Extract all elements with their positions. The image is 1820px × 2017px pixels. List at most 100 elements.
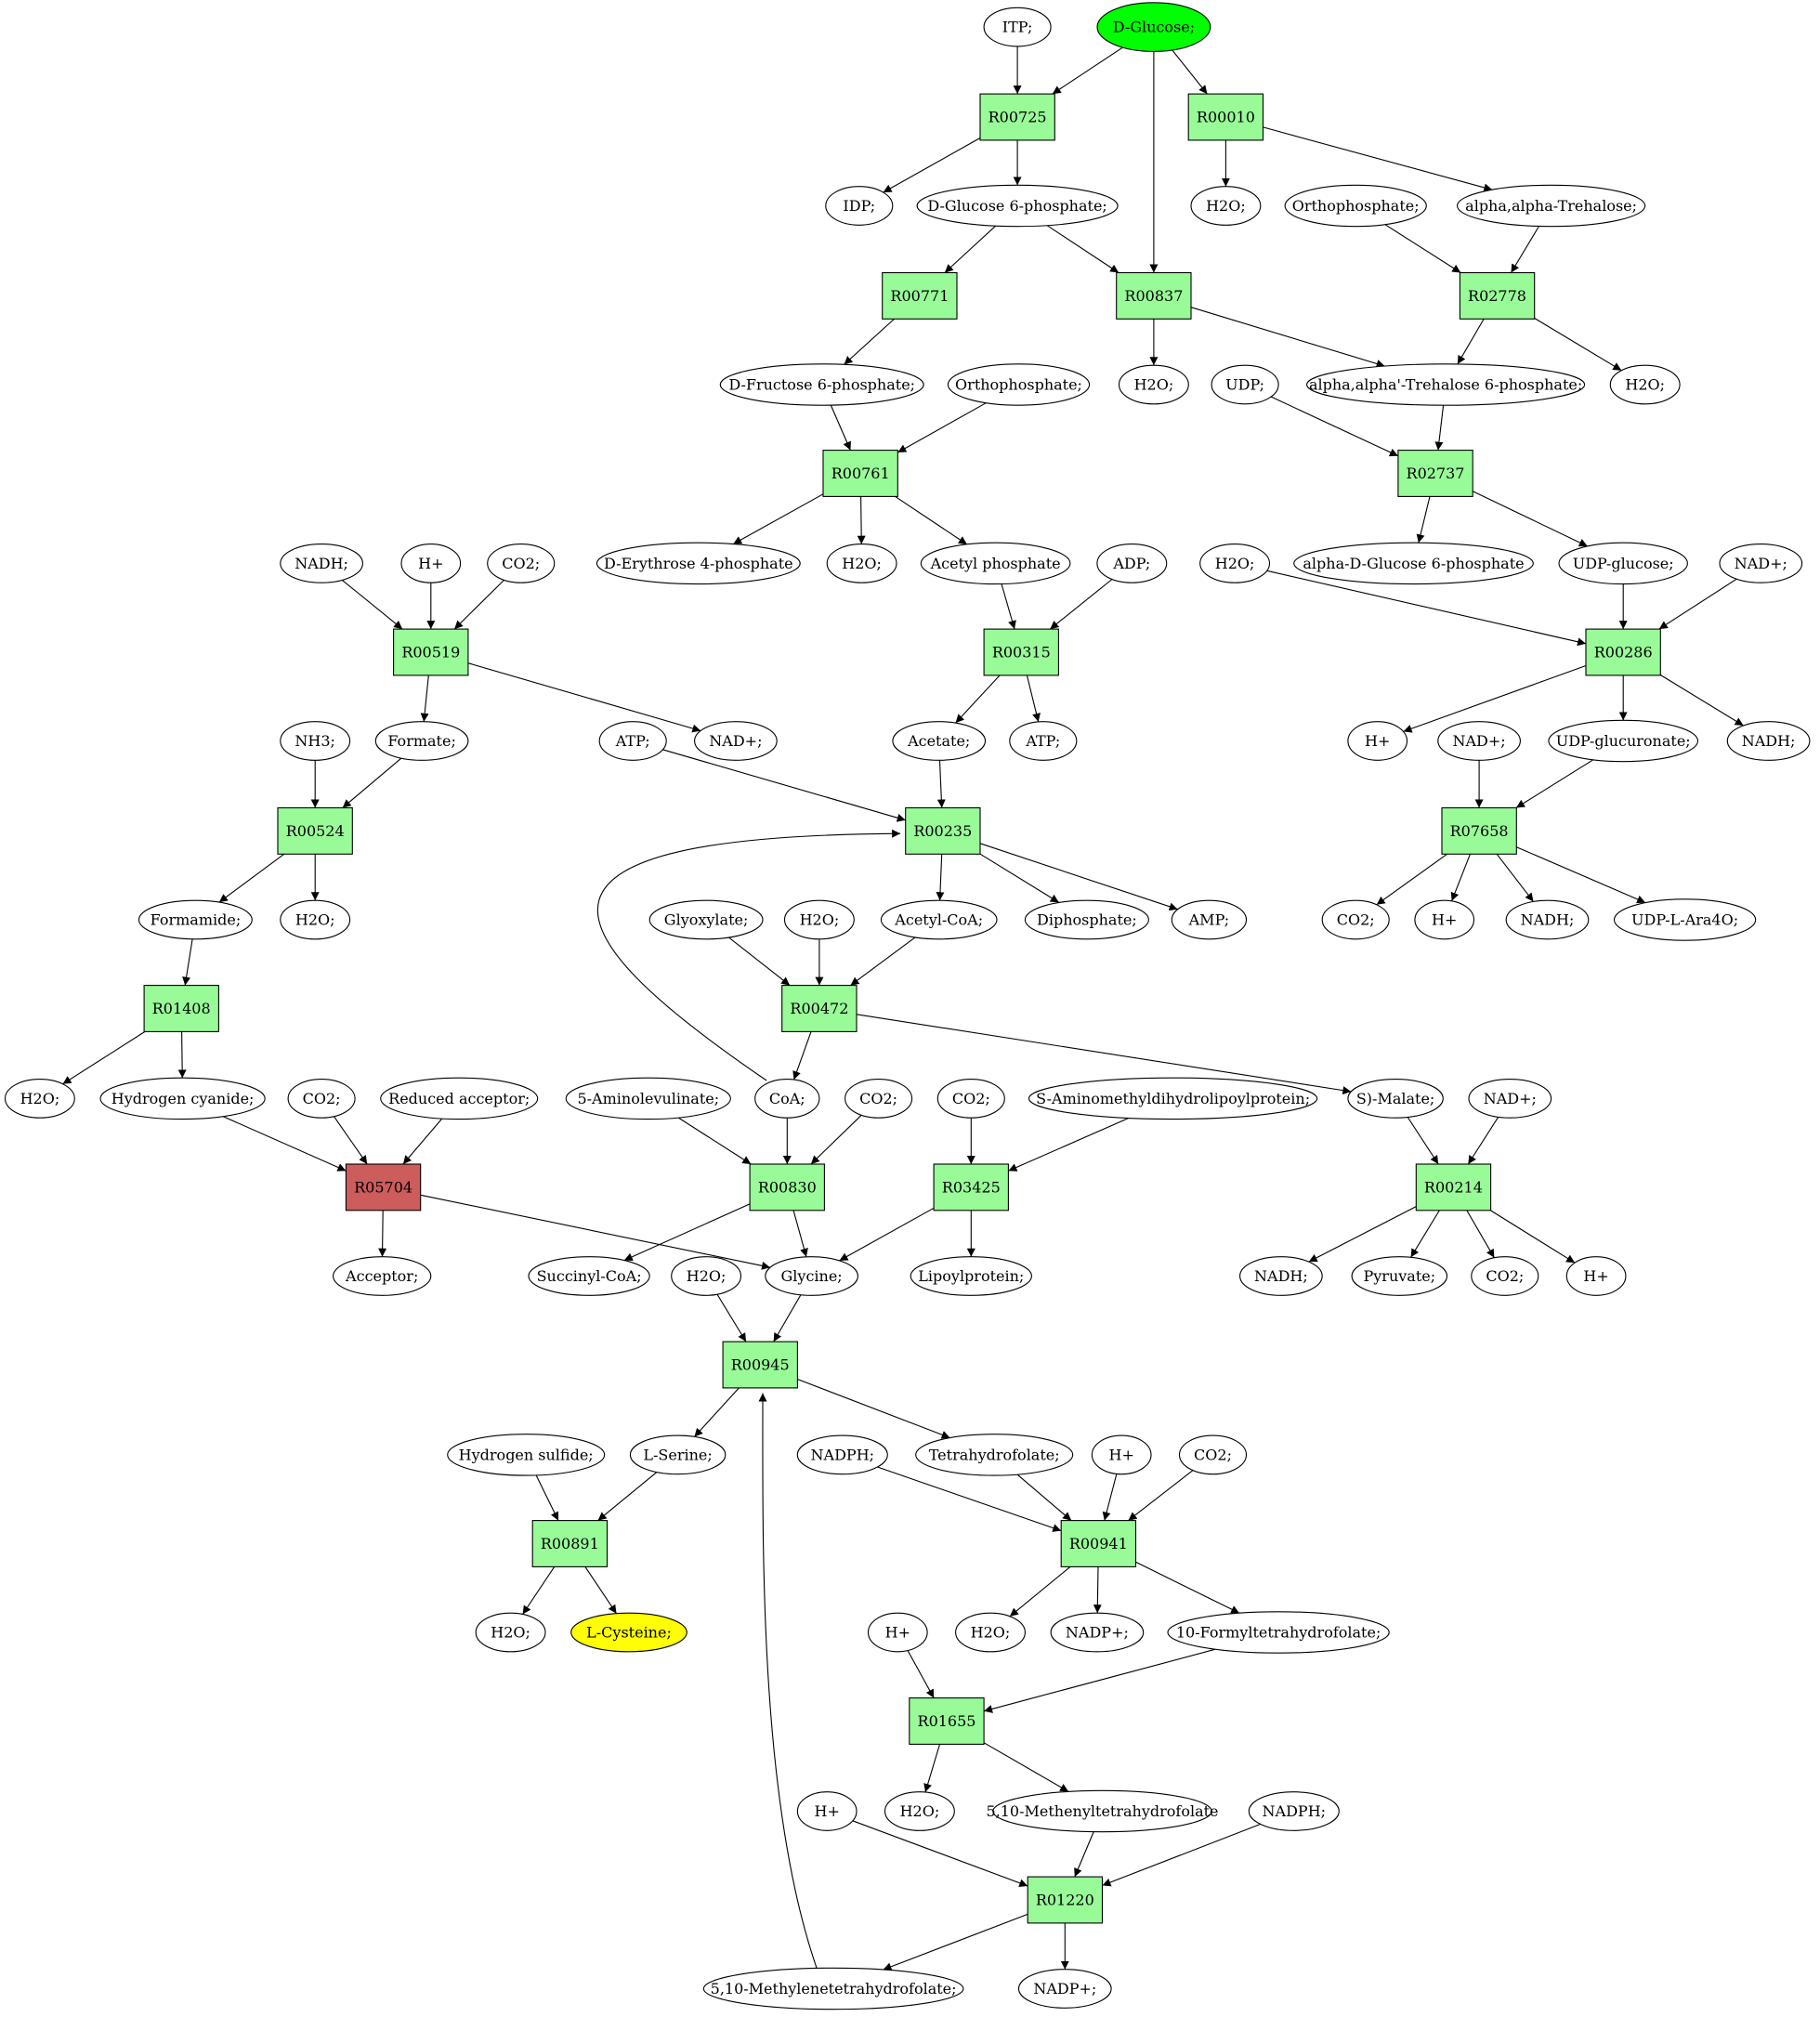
edge-R00010-to-trehalose: [1263, 126, 1493, 192]
compound-node-co2: CO2;: [287, 1079, 356, 1119]
compound-node-formate: Formate;: [374, 721, 469, 761]
edge-R00472-to-coa: [792, 1031, 812, 1081]
node-label: NAD+;: [1453, 732, 1506, 750]
node-label: CO2;: [859, 1090, 897, 1107]
edge-h2s-to-R00891: [535, 1474, 559, 1521]
compound-node-h2o: H2O;: [1199, 544, 1271, 583]
reaction-box: [1027, 1876, 1104, 1924]
compound-ellipse: [1091, 1434, 1152, 1475]
compound-node-acetyl-coa: Acetyl-CoA;: [880, 899, 998, 940]
edge-R00761-to-e4p: [732, 493, 824, 545]
reaction-box: [1116, 271, 1192, 320]
compound-node-nadph: NADPH;: [796, 1434, 888, 1475]
compound-ellipse: [1456, 184, 1646, 228]
compound-node-coa: CoA;: [754, 1079, 820, 1119]
compound-node-h2o: H2O;: [1609, 364, 1681, 405]
compound-ellipse: [447, 1434, 606, 1476]
compound-ellipse: [99, 1077, 266, 1120]
reaction-node-r00941: R00941: [1060, 1520, 1137, 1567]
edge-R02737-to-udpglc: [1472, 491, 1589, 547]
compound-node-glycine: Glycine;: [765, 1256, 858, 1296]
compound-node-tetrahydrofolate: Tetrahydrofolate;: [915, 1434, 1074, 1476]
node-label: R00771: [890, 287, 949, 305]
node-label: H2O;: [1206, 197, 1246, 215]
reaction-box: [393, 628, 469, 676]
node-label: 5,10-Methenyltetrahydrofolate: [986, 1802, 1218, 1820]
node-label: H2O;: [842, 555, 882, 572]
edge-methenylthf-to-R01220: [1074, 1831, 1094, 1878]
compound-node-s-aminomethyldihydrolipoylprotein: S-Aminomethyldihydrolipoylprotein;: [1028, 1077, 1318, 1120]
compound-ellipse: [1548, 719, 1699, 763]
node-label: AMP;: [1188, 911, 1230, 929]
edge-hplus_7-to-R01220: [852, 1820, 1028, 1888]
edge-co2_7-to-R00941: [1128, 1470, 1194, 1522]
reaction-node-r07658: R07658: [1441, 806, 1517, 855]
compound-ellipse: [1096, 2, 1211, 52]
compound-ellipse: [1468, 1079, 1552, 1119]
node-label: CO2;: [1194, 1446, 1232, 1463]
compound-node-co2: CO2;: [1178, 1434, 1248, 1475]
node-label: R01220: [1036, 1892, 1094, 1909]
node-label: R00519: [401, 644, 460, 661]
compound-node-5-10-methenyltetrahydrofolate: 5,10-Methenyltetrahydrofolate: [986, 1789, 1219, 1833]
edge-dglucose-to-R00010: [1172, 49, 1208, 95]
edge-nadh_1-to-R00519: [341, 579, 403, 630]
compound-ellipse: [1347, 721, 1408, 761]
node-label: ATP;: [1025, 732, 1060, 750]
compound-node-nadh: NADH;: [1505, 899, 1590, 940]
reaction-box: [1187, 93, 1264, 141]
node-label: Pyruvate;: [1363, 1267, 1435, 1285]
compound-ellipse: [1024, 899, 1149, 940]
node-label: R07658: [1450, 822, 1509, 840]
node-label: CoA;: [769, 1090, 805, 1107]
compound-node-l-serine: L-Serine;: [629, 1434, 727, 1475]
compound-node-orthophosphate: Orthophosphate;: [1284, 184, 1427, 228]
node-label: H+: [1365, 732, 1390, 750]
node-label: Hydrogen cyanide;: [111, 1090, 255, 1107]
node-label: Acceptor;: [345, 1267, 418, 1285]
edge-R00891-to-cys: [584, 1566, 617, 1615]
compound-ellipse: [629, 1434, 727, 1475]
compound-ellipse: [920, 542, 1071, 585]
reaction-node-r01655: R01655: [909, 1697, 985, 1745]
compound-ellipse: [475, 1612, 546, 1653]
compound-node-h2o: H2O;: [280, 899, 351, 940]
edge-R00315-to-atp_2: [1026, 675, 1041, 723]
edge-R01408-to-hcn: [177, 1031, 187, 1079]
compound-ellipse: [915, 1434, 1074, 1476]
compound-ellipse: [570, 1612, 687, 1653]
node-label: H2O;: [1215, 555, 1255, 572]
node-label: 10-Formyltetrahydrofolate;: [1176, 1624, 1381, 1642]
reaction-box: [1441, 806, 1517, 855]
edge-smalate-to-R00214: [1407, 1117, 1439, 1165]
reaction-box: [277, 806, 353, 855]
edge-R01655-to-methenylthf: [983, 1742, 1069, 1792]
compound-ellipse: [287, 1079, 356, 1119]
node-label: H+: [418, 555, 443, 572]
node-label: R00891: [541, 1535, 599, 1552]
reaction-node-r00725: R00725: [979, 93, 1055, 141]
edge-R00235-to-diphosphate: [979, 853, 1060, 903]
edge-co2_3-to-R05704: [334, 1116, 368, 1165]
edge-nadp_4-to-R00214: [1467, 1117, 1499, 1165]
node-label: R02778: [1468, 287, 1526, 305]
edge-hcn-to-R05704: [222, 1116, 347, 1172]
compound-node-alpha-alpha-trehalose-6-phosphate: alpha,alpha'-Trehalose 6-phosphate;: [1306, 363, 1586, 406]
edge-R05704-to-glycine: [420, 1194, 771, 1270]
compound-ellipse: [4, 1079, 75, 1119]
compound-node-acetyl-phosphate: Acetyl phosphate: [920, 542, 1071, 585]
edge-samdlp-to-R03425: [1008, 1117, 1129, 1172]
compound-node-nad: NAD+;: [1468, 1079, 1552, 1119]
compound-node-atp: ATP;: [598, 721, 667, 761]
compound-ellipse: [1178, 1434, 1248, 1475]
edge-trehalose-to-R02778: [1511, 226, 1539, 273]
edge-thf-to-R00941: [1016, 1473, 1072, 1522]
compound-ellipse: [1248, 1791, 1340, 1831]
node-label: R00214: [1424, 1179, 1483, 1197]
compound-ellipse: [983, 7, 1052, 47]
reaction-box: [749, 1163, 825, 1212]
edge-R00941-to-nadpplus_1: [1093, 1566, 1102, 1614]
node-label: Orthophosphate;: [1292, 197, 1420, 215]
node-label: UDP-glucuronate;: [1556, 732, 1691, 750]
node-label: Formate;: [387, 732, 456, 750]
